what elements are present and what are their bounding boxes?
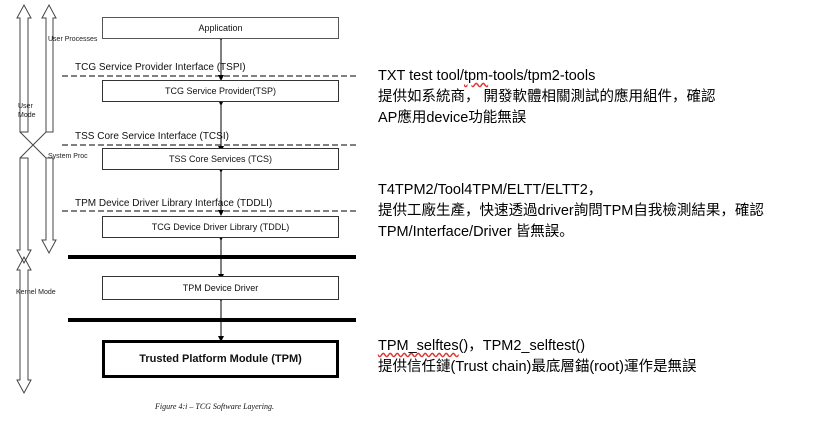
kernel-mode-label: Kernel Mode bbox=[16, 289, 56, 296]
note-1-line-3: AP應用device功能無誤 bbox=[378, 110, 527, 126]
kernel-mode-arrow-2 bbox=[16, 255, 32, 395]
note-1-line-1: TXT test tool/tpm-tools/tpm2-tools bbox=[378, 68, 596, 84]
tsp-box: TCG Service Provider(TSP) bbox=[102, 80, 339, 102]
figure-caption: Figure 4:i – TCG Software Layering. bbox=[155, 402, 274, 411]
note-3-line-2: 提供信任鏈(Trust chain)最底層錨(root)運作是無誤 bbox=[378, 359, 697, 375]
tpm-box: Trusted Platform Module (TPM) bbox=[102, 340, 339, 378]
system-proc-label: System Proc bbox=[48, 153, 88, 160]
tddli-label: TPM Device Driver Library Interface (TDD… bbox=[75, 198, 273, 209]
mode-crossing bbox=[19, 131, 47, 159]
application-box: Application bbox=[102, 17, 339, 39]
note-3-line-1: TPM_selftes()，TPM2_selftest() bbox=[378, 338, 586, 354]
note-2: T4TPM2/Tool4TPM/ELTT/ELTT2， 提供工廠生產，快速透過d… bbox=[378, 180, 764, 243]
tspi-label: TCG Service Provider Interface (TSPI) bbox=[75, 62, 246, 73]
note-2-line-1: T4TPM2/Tool4TPM/ELTT/ELTT2， bbox=[378, 182, 603, 198]
user-mode-label-1: User bbox=[18, 103, 33, 110]
kernel-mode-arrow bbox=[16, 157, 32, 265]
note-1-line-2: 提供如系統商， 開發軟體相關測試的應用組件，確認 bbox=[378, 89, 716, 105]
note-3: TPM_selftes()，TPM2_selftest() 提供信任鏈(Trus… bbox=[378, 336, 696, 378]
note-1: TXT test tool/tpm-tools/tpm2-tools 提供如系統… bbox=[378, 66, 716, 129]
user-processes-label: User Processes bbox=[48, 36, 98, 43]
note-2-line-3: TPM/Interface/Driver 皆無誤。 bbox=[378, 224, 574, 240]
user-mode-arrow bbox=[16, 3, 32, 133]
tpm-driver-box: TPM Device Driver bbox=[102, 276, 339, 300]
user-process-arrow bbox=[41, 3, 57, 133]
tcsi-label: TSS Core Service Interface (TCSI) bbox=[75, 131, 229, 142]
user-mode-label-2: Mode bbox=[18, 112, 36, 119]
tcs-box: TSS Core Services (TCS) bbox=[102, 148, 339, 170]
note-2-line-2: 提供工廠生產，快速透過driver詢問TPM自我檢測結果，確認 bbox=[378, 203, 764, 219]
tddl-box: TCG Device Driver Library (TDDL) bbox=[102, 216, 339, 238]
system-process-arrow bbox=[41, 157, 57, 255]
